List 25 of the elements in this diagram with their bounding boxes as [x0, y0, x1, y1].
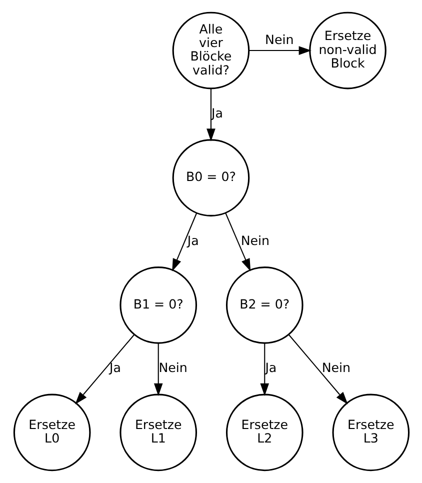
node-circle: Ersetze L1 [119, 394, 197, 472]
arrow [206, 88, 215, 142]
arrow [153, 343, 162, 396]
arrow [248, 46, 311, 55]
node-circle: B2 = 0? [225, 266, 303, 344]
node-circle: B0 = 0? [172, 139, 250, 216]
node-circle: Ersetze L3 [332, 394, 410, 472]
arrow [288, 334, 348, 404]
edge-label: Ja [186, 232, 198, 248]
edge-label: Ja [264, 360, 276, 376]
arrow [224, 212, 250, 272]
edge-label: Nein [321, 360, 350, 376]
node-circle: Ersetze L0 [12, 394, 90, 472]
edge-label: Nein [240, 232, 270, 248]
node-circle: Ersetze non-valid Block [308, 12, 386, 90]
arrow [260, 343, 269, 396]
edge-label: Ja [108, 360, 120, 376]
edge-label: Ja [211, 105, 223, 120]
node-circle: Ersetze L2 [225, 394, 303, 472]
node-circle: B1 = 0? [119, 266, 197, 344]
arrow [74, 334, 134, 404]
node-circle: Alle vier Blöcke valid? [172, 12, 250, 90]
edge-label: Nein [264, 32, 294, 47]
edge-label: Nein [158, 360, 187, 376]
arrow [172, 212, 197, 272]
